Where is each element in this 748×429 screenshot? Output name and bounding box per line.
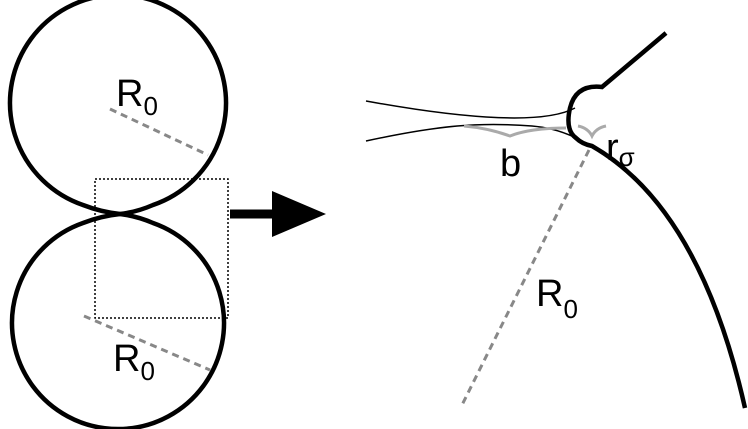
neck-detail: b rσ R0 [365, 31, 748, 409]
upper-radius-label: R0 [116, 73, 158, 121]
neck-radius-brace [577, 124, 607, 140]
lower-neighbor-surface [365, 123, 591, 147]
lower-radius-label: R0 [113, 338, 155, 386]
lower-particle-outline [9, 211, 227, 429]
particle-radius-label: R0 [536, 273, 578, 324]
zoom-arrow [230, 191, 326, 237]
upper-radius-line [109, 107, 209, 157]
two-particle-overview: R0 R0 [7, 0, 229, 429]
neck-radius-label: rσ [606, 127, 635, 172]
lower-radius-line [83, 314, 211, 372]
particle-surface [566, 31, 748, 409]
upper-particle-outline [7, 0, 229, 217]
neck-width-brace [463, 124, 567, 138]
upper-neighbor-surface [365, 100, 576, 119]
neck-width-label: b [500, 143, 521, 185]
particle-radius-line [460, 149, 591, 406]
